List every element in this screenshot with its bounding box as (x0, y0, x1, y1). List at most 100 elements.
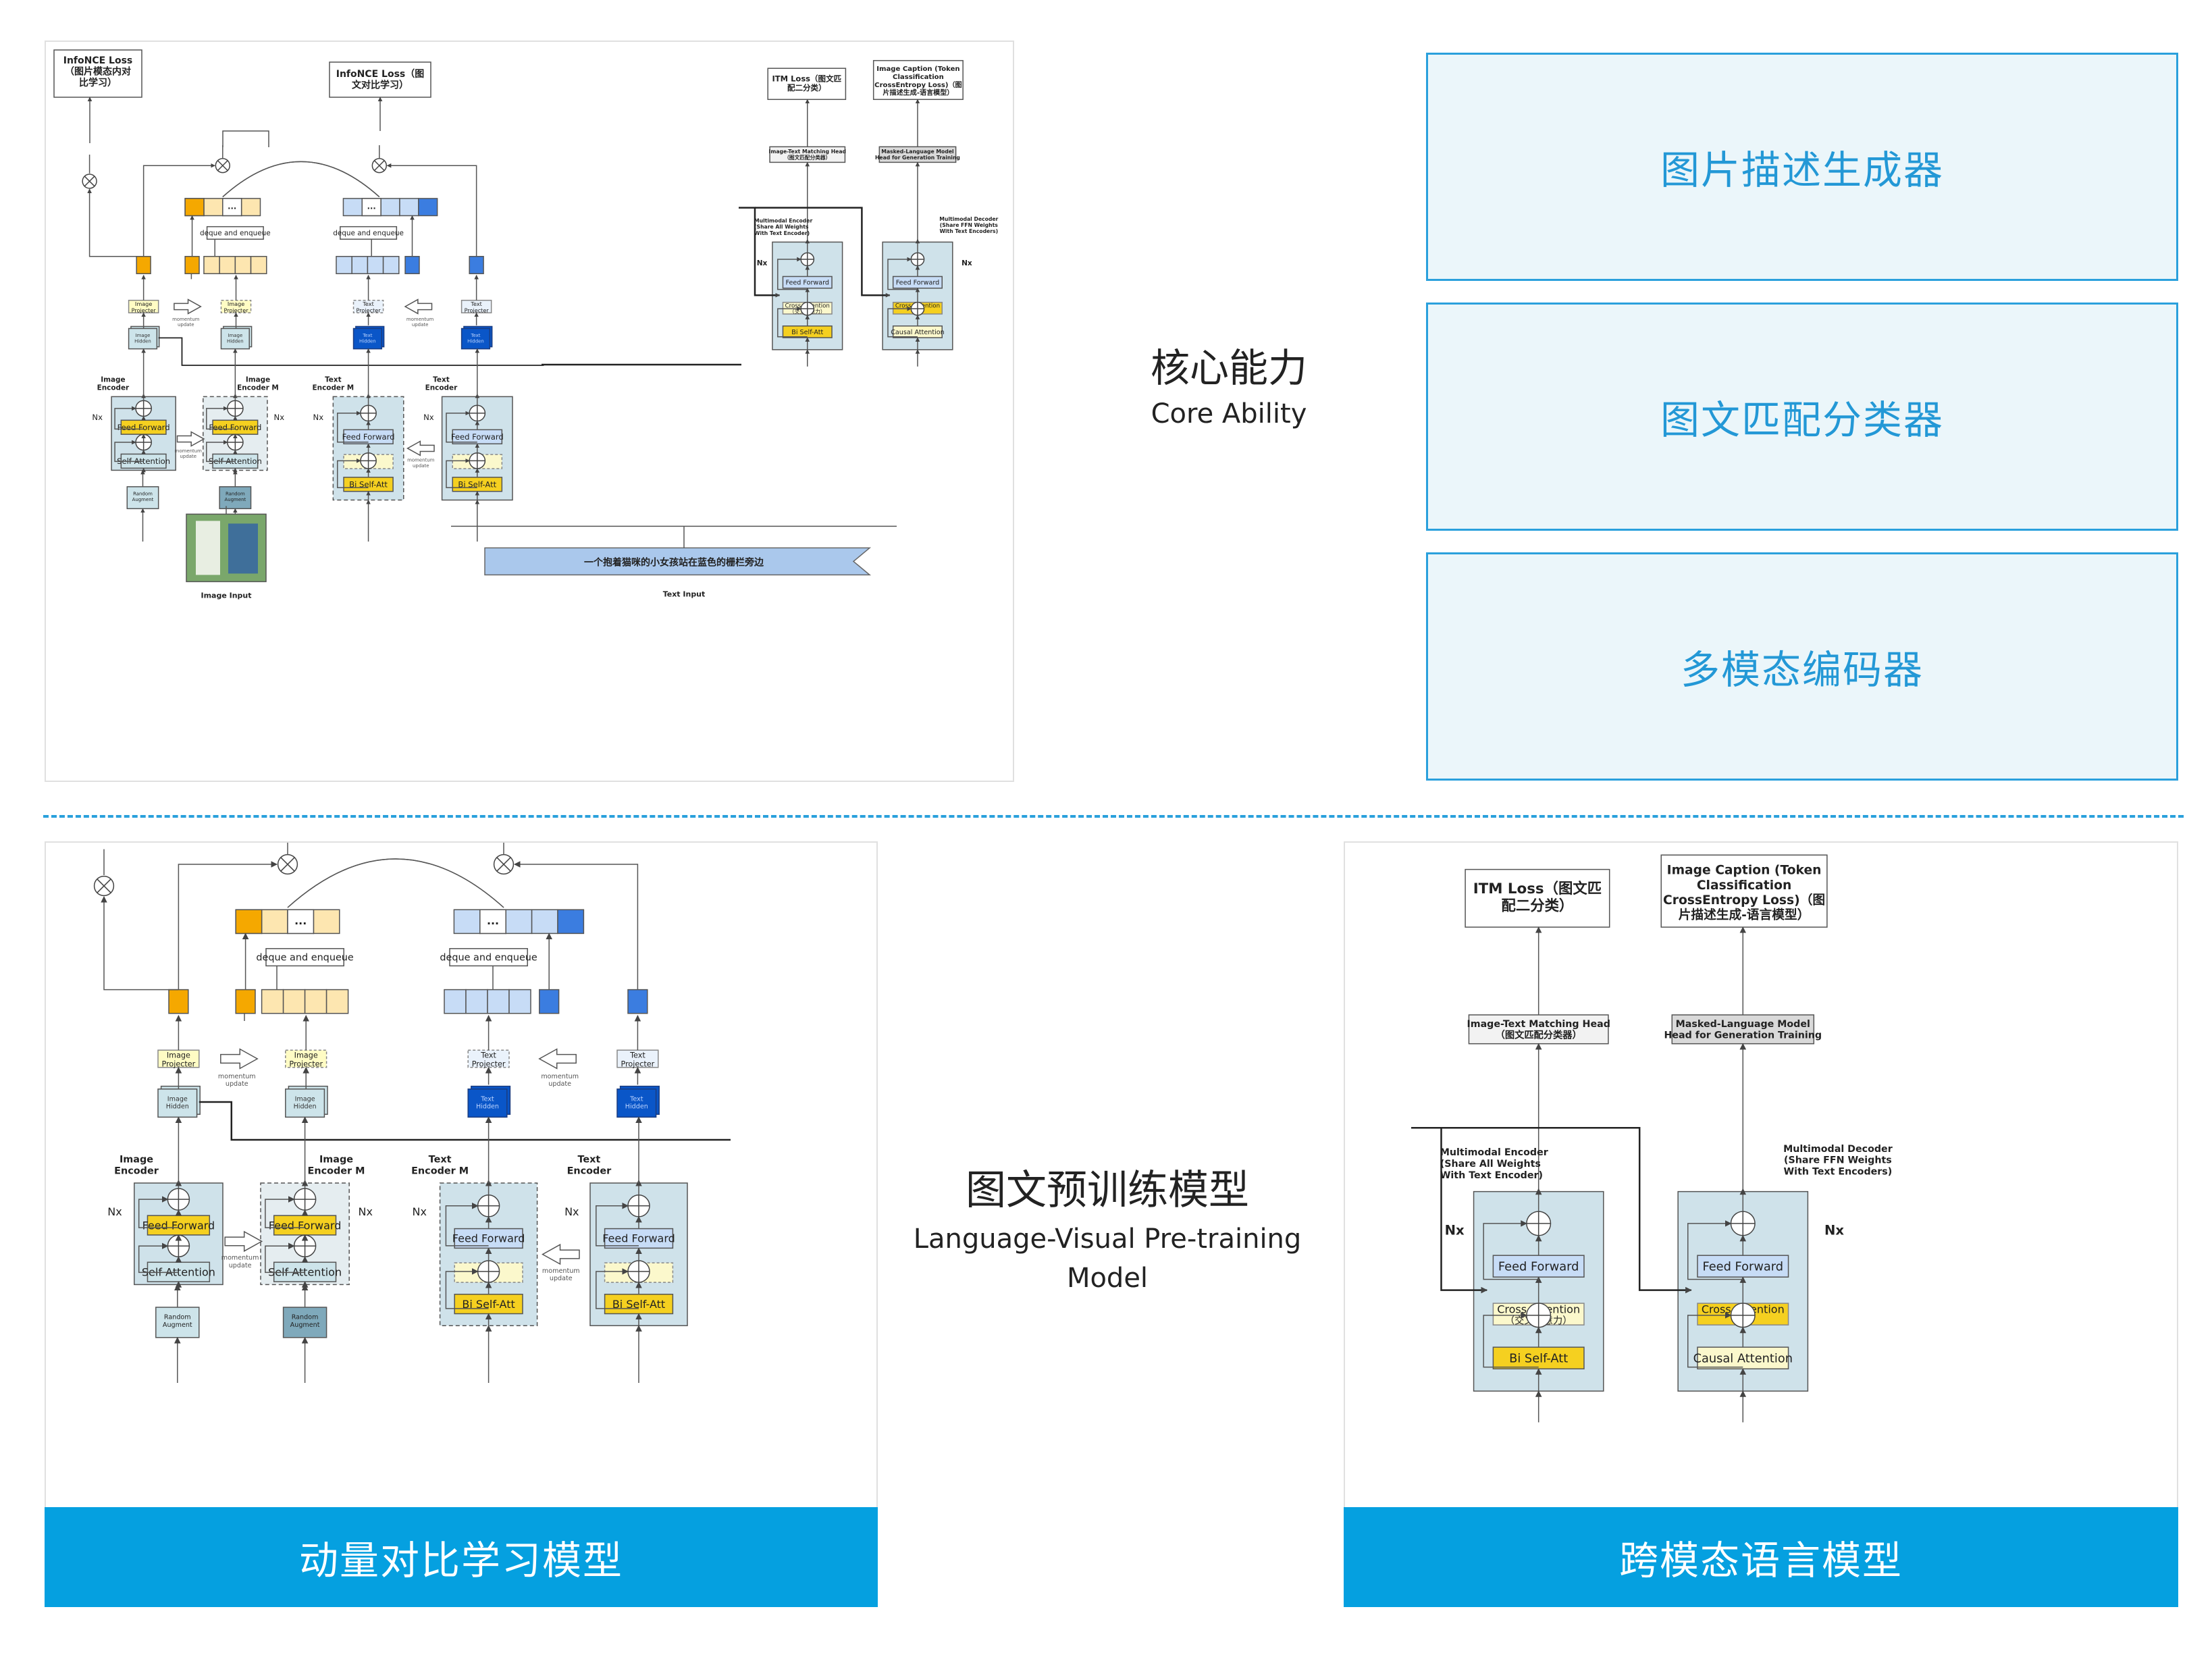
diagram-label: momentum (172, 317, 200, 322)
queue-cell (418, 198, 438, 217)
diagram-label: Text (325, 375, 342, 384)
capability-caption-generator[interactable]: 图片描述生成器 (1426, 53, 2178, 281)
diagram-label: Random (226, 492, 245, 497)
connector-line (222, 130, 269, 147)
capability-label: 图文匹配分类器 (1660, 397, 1944, 443)
diagram-label: Text (362, 333, 372, 338)
momentum-arrow-icon (542, 1243, 580, 1265)
diagram-label: Image (136, 333, 151, 338)
diagram-label: Augment (290, 1321, 320, 1329)
queue-cell (287, 909, 315, 935)
multiply-icon-stroke (373, 160, 385, 172)
diagram-label: CrossEntropy Loss)（图 (1663, 893, 1825, 908)
capability-multimodal-encoder[interactable]: 多模态编码器 (1426, 552, 2178, 781)
diagram-label: Encoder (425, 384, 458, 392)
diagram-label: InfoNCE Loss (63, 55, 133, 66)
queue-cell (342, 198, 363, 217)
feed-forward-box (147, 1215, 211, 1236)
diagram-label: Bi Self-Att (612, 1298, 665, 1311)
diagram-label: Random (164, 1314, 191, 1321)
random-augment-box (155, 1307, 200, 1338)
text-input-banner (484, 547, 872, 576)
connector-line (1411, 1127, 1488, 1294)
diagram-label: Image Caption (Token (876, 65, 959, 73)
momentum-arrow-icon (538, 1048, 577, 1070)
feature-cell (404, 256, 420, 275)
diagram-label: Text Input (663, 589, 706, 598)
diagram-label: （图片模态内对 (65, 66, 131, 78)
queue-cell (380, 198, 400, 217)
diagram-label: ... (487, 914, 499, 927)
queue-cell (219, 256, 236, 275)
connector-line (265, 1196, 305, 1228)
feed-forward-box (1697, 1255, 1789, 1278)
diagram-label: Hidden (625, 1103, 648, 1111)
diagram-label: momentum (175, 448, 203, 454)
diagram-label: Encoder (97, 384, 130, 392)
diagram-label: Nx (274, 413, 285, 422)
diagram-label: Hidden (134, 338, 151, 344)
diagram-label: Bi Self-Att (791, 329, 823, 336)
connector-line (101, 896, 179, 991)
diagram-label: Projecter (357, 307, 381, 313)
diagram-label: Nx (1824, 1223, 1844, 1238)
connector-line (158, 337, 544, 366)
diagram-label: momentum (407, 458, 435, 463)
diagram-label: Nx (757, 259, 768, 267)
diagram-label: Feed Forward (342, 432, 395, 442)
attention-box (604, 1293, 674, 1315)
diagram-label: Multimodal Encoder (1440, 1147, 1548, 1158)
diagram-label: deque and enqueue (256, 952, 354, 963)
diagram-label: Nx (107, 1205, 122, 1218)
diagram-label: Image-Text Matching Head (769, 149, 847, 155)
queue-cell (444, 989, 467, 1014)
queue-cell (361, 198, 381, 217)
connector-line (777, 257, 808, 290)
diagram-label: Augment (132, 497, 154, 502)
diagram-label: Encoder (567, 1166, 612, 1177)
queue-cell (240, 198, 261, 217)
core-ability-title: 核心能力 Core Ability (1094, 341, 1364, 433)
feed-forward-box (454, 1228, 523, 1249)
queue-cell (399, 198, 419, 217)
connector-line (206, 406, 236, 430)
random-augment-m-box (219, 486, 252, 510)
random-augment-m-box (282, 1307, 327, 1338)
diagram-label: Classification (893, 74, 944, 81)
hidden-state-box (128, 327, 158, 350)
diagram-label: Image (135, 300, 152, 307)
diagram-label: Image (295, 1095, 315, 1103)
diagram-label: Head for Generation Training (1664, 1030, 1822, 1041)
connector-line (142, 163, 215, 257)
diagram-label: update (548, 1080, 571, 1088)
diagram-label: Hidden (467, 338, 484, 344)
diagram-label: ITM Loss（图文匹 (1473, 880, 1602, 897)
infonce-loss-box (53, 49, 142, 98)
diagram-label: Masked-Language Model (881, 149, 953, 155)
diagram-label: Nx (564, 1205, 579, 1218)
caption-loss-box (872, 59, 964, 101)
capability-matching-classifier[interactable]: 图文匹配分类器 (1426, 303, 2178, 531)
hidden-state-box (352, 327, 383, 350)
connector-line (446, 411, 477, 443)
core-ability-cn: 核心能力 (1150, 345, 1307, 391)
diagram-label: Augment (224, 497, 246, 502)
feature-cell (168, 989, 189, 1014)
multiply-icon-stroke (280, 857, 295, 872)
pretrain-title-en-1: Language-Visual Pre-training (913, 1224, 1302, 1255)
diagram-label: 比学习） (79, 77, 117, 88)
queue-cell (531, 909, 558, 935)
diagram-label: Image Caption (Token (1667, 864, 1822, 878)
deque-box (340, 226, 398, 240)
connector-line (87, 188, 144, 257)
diagram-label: 配二分类） (1501, 897, 1573, 914)
diagram-label: Text (433, 375, 450, 384)
feature-cell (469, 256, 484, 275)
diagram-label: Image (228, 300, 244, 307)
connector-line (386, 163, 477, 257)
diagram-label: Nx (962, 259, 972, 267)
diagram-label: （图文匹配分类器） (1496, 1029, 1582, 1041)
itm-head-box (1468, 1014, 1609, 1045)
deque-box (449, 948, 528, 967)
